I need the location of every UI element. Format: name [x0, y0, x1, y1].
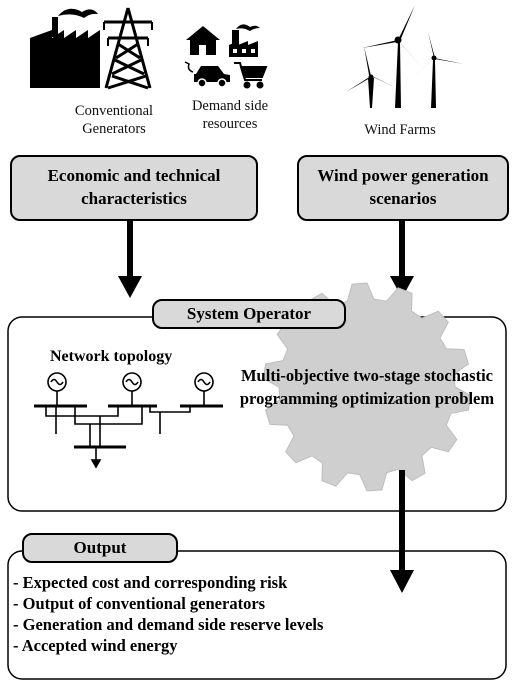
generator-icon [194, 372, 214, 392]
system-operator-tab: System Operator [152, 299, 346, 329]
network-topology-label: Network topology [50, 348, 173, 365]
wind-scenarios-label: Wind power generation scenarios [317, 166, 489, 208]
wind-turbine-icon [346, 5, 464, 108]
output-box [7, 550, 507, 680]
output-list-item: - Output of conventional generators [13, 594, 266, 613]
factory-icon [30, 8, 100, 88]
transmission-tower-icon [103, 7, 153, 90]
economic-characteristics-box: Economic and technical characteristics [10, 155, 258, 221]
demand-side-caption: Demand side resources [191, 98, 269, 133]
output-list-item: - Accepted wind energy [13, 636, 178, 655]
wind-scenarios-box: Wind power generation scenarios [297, 155, 509, 221]
generator-icon [122, 372, 142, 392]
output-list-item: - Generation and demand side reserve lev… [13, 615, 324, 634]
gear-icon [262, 282, 472, 492]
output-list: - Expected cost and corresponding risk - … [13, 572, 503, 656]
arrow-down-icon [118, 218, 142, 298]
arrow-down-icon [390, 218, 414, 298]
optimization-problem-label: Multi-objective two-stage stochastic pro… [239, 366, 495, 409]
network-topology-diagram [34, 372, 223, 469]
generator-icon [47, 372, 67, 392]
conventional-generators-caption: Conventional Generators [74, 103, 154, 138]
output-list-item: - Expected cost and corresponding risk [13, 573, 288, 592]
wind-farms-caption: Wind Farms [364, 122, 436, 138]
economic-characteristics-label: Economic and technical characteristics [47, 166, 221, 208]
output-tab: Output [22, 533, 178, 563]
electric-car-icon [184, 61, 230, 88]
small-factory-icon [229, 24, 260, 57]
shopping-cart-icon [234, 62, 268, 89]
arrow-down-icon [390, 470, 414, 593]
house-icon [186, 26, 220, 55]
